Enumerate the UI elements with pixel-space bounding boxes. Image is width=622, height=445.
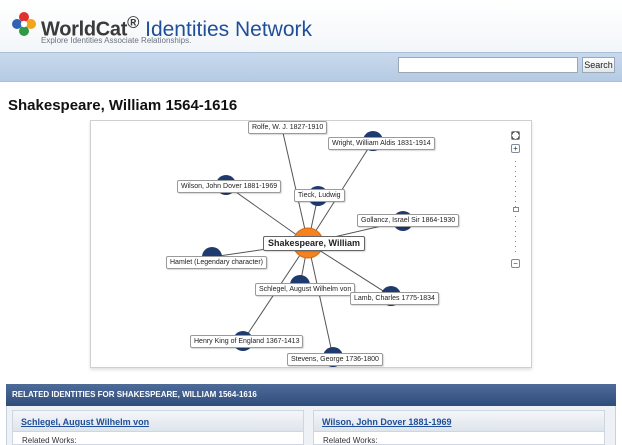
page-title: Shakespeare, William 1564-1616	[8, 97, 238, 114]
graph-node-label[interactable]: Wilson, John Dover 1881-1969	[177, 180, 282, 193]
graph-node-label[interactable]: Lamb, Charles 1775-1834	[350, 292, 439, 305]
graph-node-label[interactable]: Wright, William Aldis 1831-1914	[328, 137, 435, 150]
brand-name: WorldCat	[41, 18, 128, 41]
fit-view-icon[interactable]	[511, 131, 520, 140]
zoom-slider-handle[interactable]	[513, 207, 519, 212]
related-works-label: Related Works:	[22, 436, 77, 445]
zoom-out-button[interactable]: −	[511, 259, 520, 268]
related-identity-card: Schlegel, August Wilhelm von Related Wor…	[12, 410, 304, 445]
registered-mark: ®	[127, 13, 140, 32]
worldcat-logo-icon[interactable]	[11, 11, 37, 37]
site-header: WorldCat® Identities Network Explore Iden…	[0, 0, 622, 52]
identity-network-graph[interactable]: Rolfe, W. J. 1827-1910 Wright, William A…	[90, 120, 532, 368]
zoom-in-button[interactable]: +	[511, 144, 520, 153]
search-input[interactable]	[398, 57, 578, 73]
graph-node-label[interactable]: Tieck, Ludwig	[294, 189, 345, 202]
graph-node-label[interactable]: Stevens, George 1736-1800	[287, 353, 383, 366]
related-identity-link[interactable]: Wilson, John Dover 1881-1969	[322, 417, 452, 427]
tagline: Explore Identities Associate Relationshi…	[41, 36, 192, 45]
related-identity-card: Wilson, John Dover 1881-1969 Related Wor…	[313, 410, 605, 445]
search-button[interactable]: Search	[582, 57, 615, 73]
graph-node-label[interactable]: Rolfe, W. J. 1827-1910	[248, 121, 328, 134]
graph-node-label[interactable]: Hamlet (Legendary character)	[166, 256, 267, 269]
card-header: Schlegel, August Wilhelm von	[13, 411, 303, 432]
graph-node-label[interactable]: Henry King of England 1367-1413	[190, 335, 304, 348]
graph-node-label[interactable]: Gollancz, Israel Sir 1864-1930	[357, 214, 460, 227]
related-works-label: Related Works:	[323, 436, 378, 445]
related-identity-link[interactable]: Schlegel, August Wilhelm von	[21, 417, 150, 427]
graph-center-label[interactable]: Shakespeare, William	[263, 236, 365, 251]
product-name: Identities Network	[145, 17, 313, 41]
site-brand[interactable]: WorldCat® Identities Network	[41, 12, 312, 41]
related-identities-header: RELATED IDENTITIES FOR SHAKESPEARE, WILL…	[6, 384, 616, 406]
graph-node-label[interactable]: Schlegel, August Wilhelm von	[255, 283, 356, 296]
card-header: Wilson, John Dover 1881-1969	[314, 411, 604, 432]
